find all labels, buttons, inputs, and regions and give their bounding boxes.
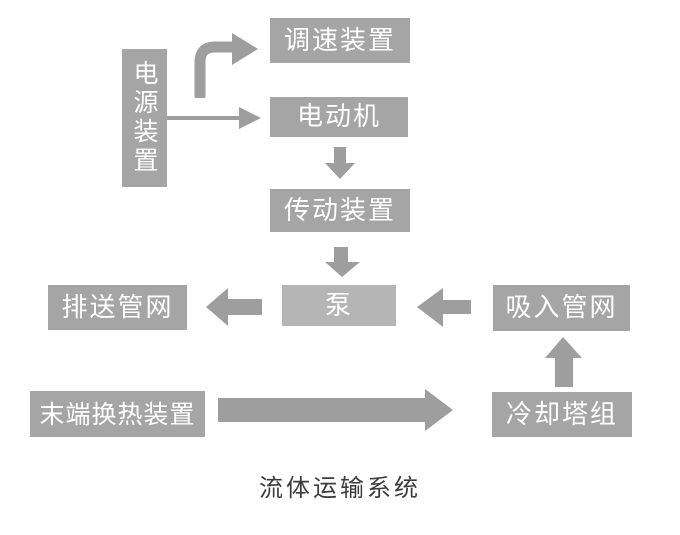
node-power-supply: 电源装置 — [122, 49, 167, 187]
arrow-power-to-speed — [194, 41, 233, 98]
arrow-terminal-to-cooling — [218, 389, 453, 431]
arrow-power-to-speed-head-icon — [232, 33, 258, 65]
arrow-power-to-motor-head-icon — [239, 107, 261, 129]
arrow-transmission-to-pump — [325, 247, 360, 277]
node-cooling-tower: 冷却塔组 — [492, 392, 632, 437]
node-pump: 泵 — [282, 285, 396, 326]
node-terminal-heat-exchange: 末端换热装置 — [30, 391, 205, 437]
arrow-suction-to-pump — [417, 288, 471, 327]
diagram-caption: 流体运输系统 — [259, 474, 421, 502]
node-motor: 电动机 — [270, 97, 408, 137]
arrow-pump-to-discharge — [206, 288, 262, 326]
node-speed-control: 调速装置 — [270, 18, 410, 63]
arrow-motor-to-transmission — [325, 147, 355, 179]
node-transmission: 传动装置 — [270, 189, 410, 232]
node-discharge-network: 排送管网 — [48, 285, 187, 330]
arrow-cooling-to-suction — [545, 337, 582, 387]
node-suction-network: 吸入管网 — [493, 285, 630, 331]
